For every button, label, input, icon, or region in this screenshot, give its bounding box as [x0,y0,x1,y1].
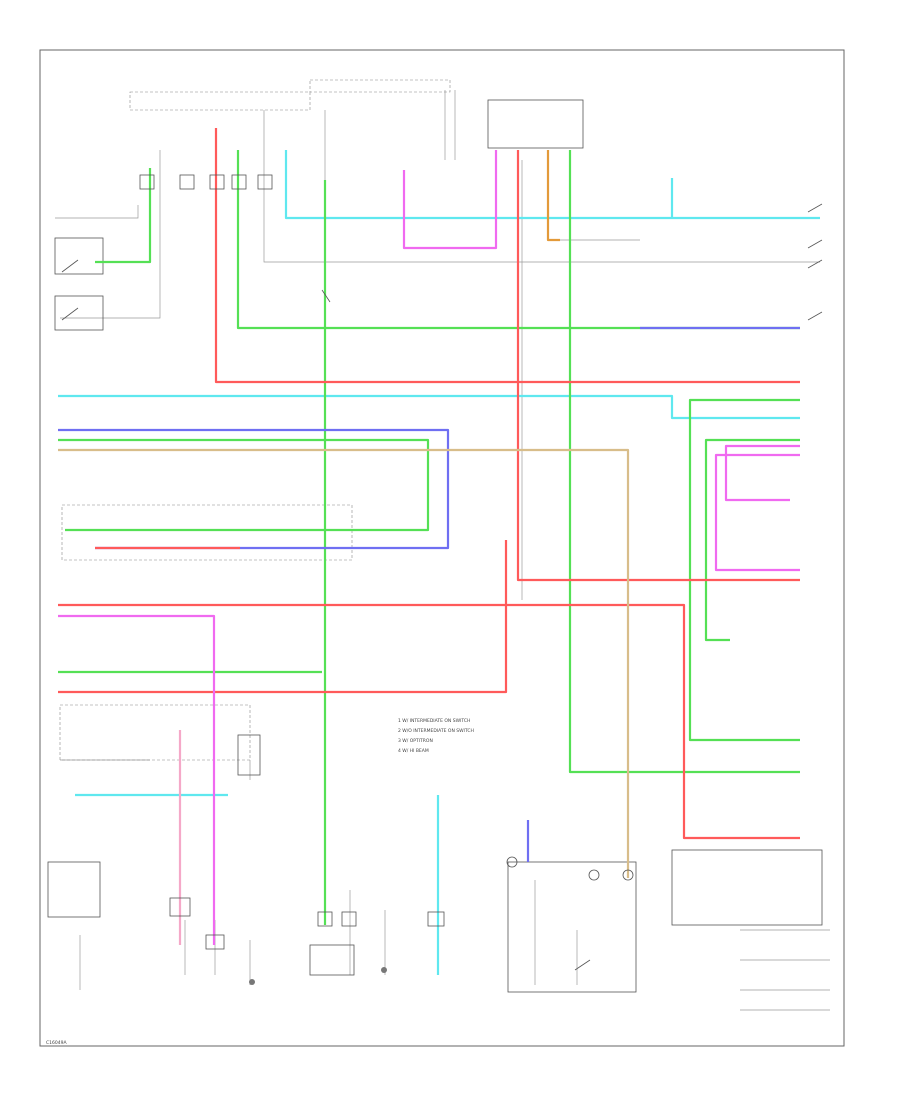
component-boxes [47,79,823,993]
headlight-relay-box [61,504,353,561]
engine-room-relay-box [309,79,451,93]
diagram-frame [39,49,845,1047]
magenta-wire-top [402,150,498,250]
legend-item-3: 3 W/ OPTITRON [398,738,433,744]
switch-symbols [61,203,823,971]
colored-wires [58,128,820,975]
diagram-code: C16049A [46,1040,67,1046]
combination-meter-box [487,99,584,149]
outer-rear-view-mirror-box [671,849,823,926]
cyan-wire-top [284,150,820,220]
legend-item-4: 4 W/ HI BEAM [398,748,429,754]
magenta-wire-right [724,444,800,502]
magenta-wire-left [58,614,216,945]
dimmer-switch-box [59,704,251,761]
red-wire-meter-drop [516,150,800,582]
tan-wire [58,448,630,878]
green-wire-right-bus [688,398,800,742]
front-turn-signal-box [54,237,104,275]
red-wire-top-loop [214,128,800,384]
legend-item-2: 2 W/O INTERMEDIATE ON SWITCH [398,728,474,734]
connector-marks [139,174,634,985]
orange-wire [546,150,560,242]
cluster-relay-box [237,734,261,776]
red-wire-lower [58,540,508,694]
red-wire-mid [58,603,800,840]
gray-wires [55,90,830,1011]
green-wire-loop-mid [58,438,430,532]
cyan-wire-mid [58,394,800,420]
magenta-wire-right-low [714,453,800,572]
green-wire-meter [236,150,800,330]
blue-wire-loop [58,428,450,550]
green-wire-left-loop [95,168,152,264]
instrument-panel-jb-box [129,91,311,111]
green-wire-long-vertical [568,150,800,774]
fuel-sender-gauge-box [309,944,355,976]
steering-pad-switch-box [507,861,637,993]
rear-combination-light-box [47,861,101,918]
left-door-switch-box [54,295,104,331]
legend-item-1: 1 W/ INTERMEDIATE ON SWITCH [398,718,470,724]
legend: 1 W/ INTERMEDIATE ON SWITCH 2 W/O INTERM… [398,718,474,754]
green-wire-right-branch [704,438,800,642]
